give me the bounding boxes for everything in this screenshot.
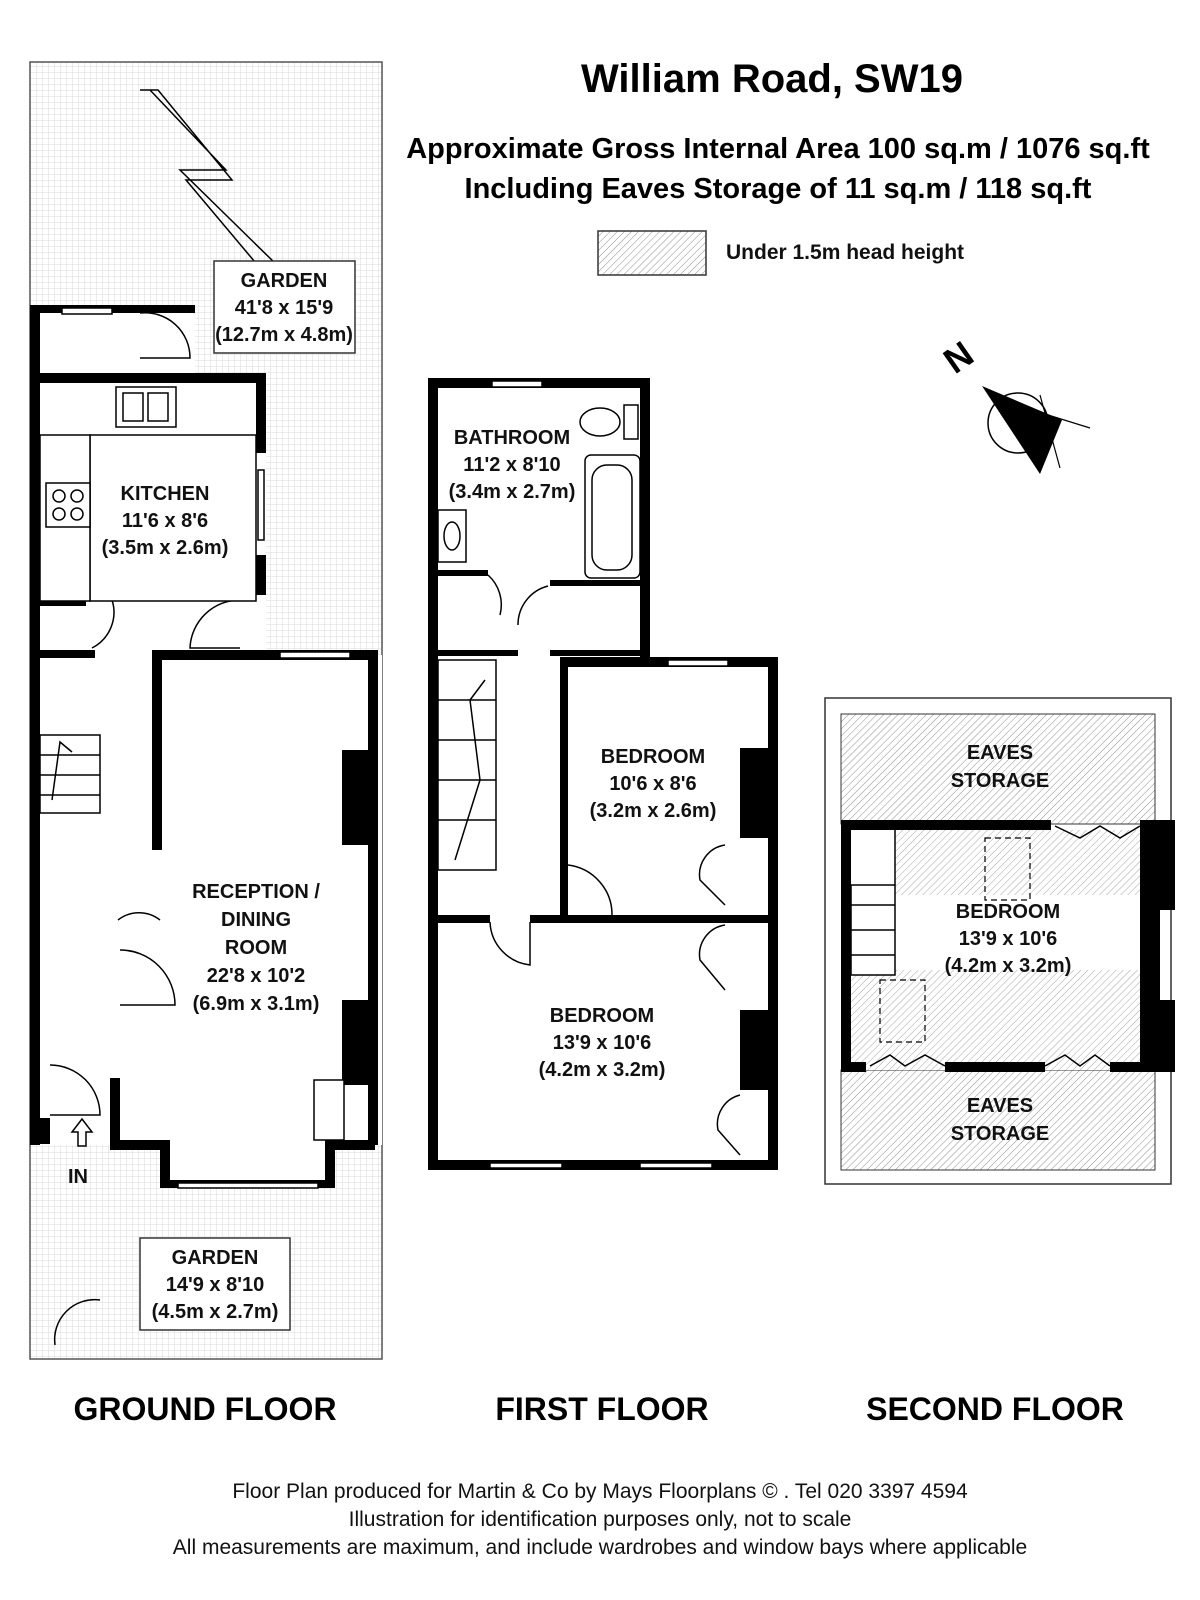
second-floor-bedroom-size-metric: (4.2m x 3.2m) [945,955,1072,977]
second-floor-plan [824,697,1175,1185]
eaves-storage-bottom-area [840,1069,1156,1171]
kitchen-size-metric: (3.5m x 2.6m) [102,537,229,559]
entrance-label: IN [68,1166,88,1188]
rear-garden-name: GARDEN [241,270,328,292]
rear-garden-label-box [213,260,356,354]
first-floor-large-bedroom-name: BEDROOM [550,1005,654,1027]
legend-swatch [597,230,707,276]
footer-disclaimer: Illustration for identification purposes… [349,1508,852,1531]
front-garden-size-metric: (4.5m x 2.7m) [152,1301,279,1323]
kitchen-name: KITCHEN [121,483,210,505]
first-floor-large-bedroom-size-metric: (4.2m x 3.2m) [539,1059,666,1081]
eaves-storage-bottom-line1: EAVES [967,1095,1033,1117]
reception-name-line3: ROOM [225,937,287,959]
eaves-storage-top-line2: STORAGE [951,770,1050,792]
gross-area-line: Approximate Gross Internal Area 100 sq.m… [406,133,1150,165]
reception-size-metric: (6.9m x 3.1m) [193,993,320,1015]
eaves-storage-top-area [840,713,1156,825]
first-floor-large-bedroom-size-imperial: 13'9 x 10'6 [553,1032,652,1054]
rear-garden-size-metric: (12.7m x 4.8m) [215,324,353,346]
reception-name-line2: DINING [221,909,291,931]
reception-name-line1: RECEPTION / [192,881,320,903]
front-garden-name: GARDEN [172,1247,259,1269]
footer-measurement-note: All measurements are maximum, and includ… [173,1536,1027,1559]
first-floor-small-bedroom-name: BEDROOM [601,746,705,768]
second-floor-bedroom-size-imperial: 13'9 x 10'6 [959,928,1058,950]
kitchen-size-imperial: 11'6 x 8'6 [122,510,208,532]
second-floor-bedroom-name: BEDROOM [956,901,1060,923]
second-floor-caption: SECOND FLOOR [866,1391,1124,1427]
eaves-storage-top-line1: EAVES [967,742,1033,764]
first-floor-plan [428,378,778,1170]
footer-credit: Floor Plan produced for Martin & Co by M… [232,1480,968,1503]
compass-icon: N [936,333,1091,474]
bathroom-size-imperial: 11'2 x 8'10 [463,454,560,476]
reception-size-imperial: 22'8 x 10'2 [207,965,306,987]
compass-north-label: N [936,333,981,381]
plan-title: William Road, SW19 [581,57,963,101]
rear-garden-size-imperial: 41'8 x 15'9 [235,297,334,319]
front-garden-size-imperial: 14'9 x 8'10 [166,1274,265,1296]
eaves-storage-bottom-line2: STORAGE [951,1123,1050,1145]
first-floor-caption: FIRST FLOOR [495,1391,708,1427]
bathroom-size-metric: (3.4m x 2.7m) [449,481,576,503]
bathroom-name: BATHROOM [454,427,570,449]
ground-floor-plan [29,61,383,1360]
first-floor-small-bedroom-size-metric: (3.2m x 2.6m) [590,800,717,822]
first-floor-small-bedroom-size-imperial: 10'6 x 8'6 [609,773,696,795]
ground-floor-caption: GROUND FLOOR [73,1391,336,1427]
eaves-area-line: Including Eaves Storage of 11 sq.m / 118… [465,173,1092,205]
front-garden-label-box [139,1237,291,1331]
legend-label: Under 1.5m head height [726,241,964,264]
